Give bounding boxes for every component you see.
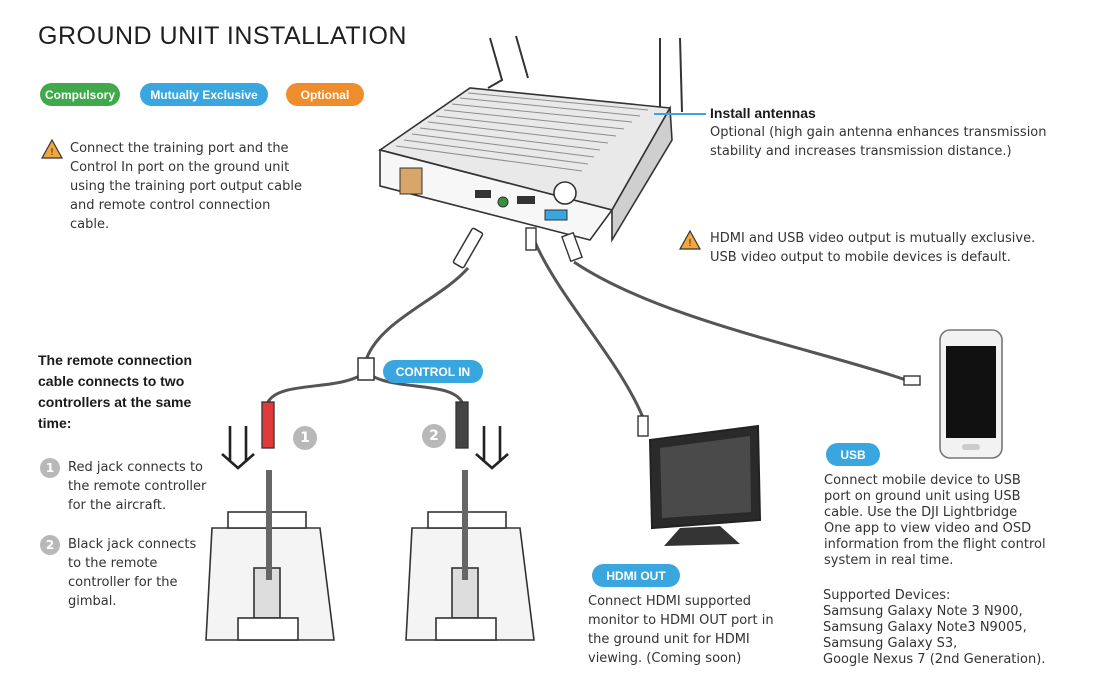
micro-usb-plug [903,375,921,386]
step-number-1: 1 [40,458,60,478]
legend-mutually-exclusive: Mutually Exclusive [140,83,268,106]
black-jack [455,401,469,449]
red-jack [261,401,275,449]
down-arrows [221,426,509,470]
page-title: GROUND UNIT INSTALLATION [38,22,407,50]
usb-plug [561,231,583,263]
control-in-label: CONTROL IN [383,360,483,383]
antennas-body: Optional (high gain antenna enhances tra… [710,125,1047,159]
remote-controller-2 [405,470,535,641]
supported-devices: Supported Devices:Samsung Galaxy Note 3 … [823,588,1046,667]
mobile-phone [939,329,1003,459]
legend-compulsory: Compulsory [40,83,120,106]
video-output-note: HDMI and USB video output is mutually ex… [710,231,1036,265]
antennas-heading: Install antennas [710,105,816,121]
legend-optional: Optional [286,83,364,106]
diagram-step-1: 1 [293,426,317,450]
hdmi-monitor [648,424,762,546]
usb-label: USB [826,443,880,466]
warning-triangle-icon: ! [40,138,64,159]
hdmi-monitor-plug [637,415,649,437]
svg-text:!: ! [688,238,692,249]
step-number-2: 2 [40,535,60,555]
warning-triangle-icon: ! [678,229,702,250]
remote-controller-1 [205,470,335,641]
cables [266,239,907,421]
hdmi-plug [525,227,537,251]
diagram-step-2: 2 [422,424,446,448]
splitter-connector [357,357,375,381]
svg-text:!: ! [50,147,54,158]
hdmi-out-label: HDMI OUT [592,564,680,587]
antenna-left [487,35,529,89]
ground-unit-device [378,87,673,243]
audio-jack-connector [452,227,484,269]
antenna-right [659,37,683,113]
